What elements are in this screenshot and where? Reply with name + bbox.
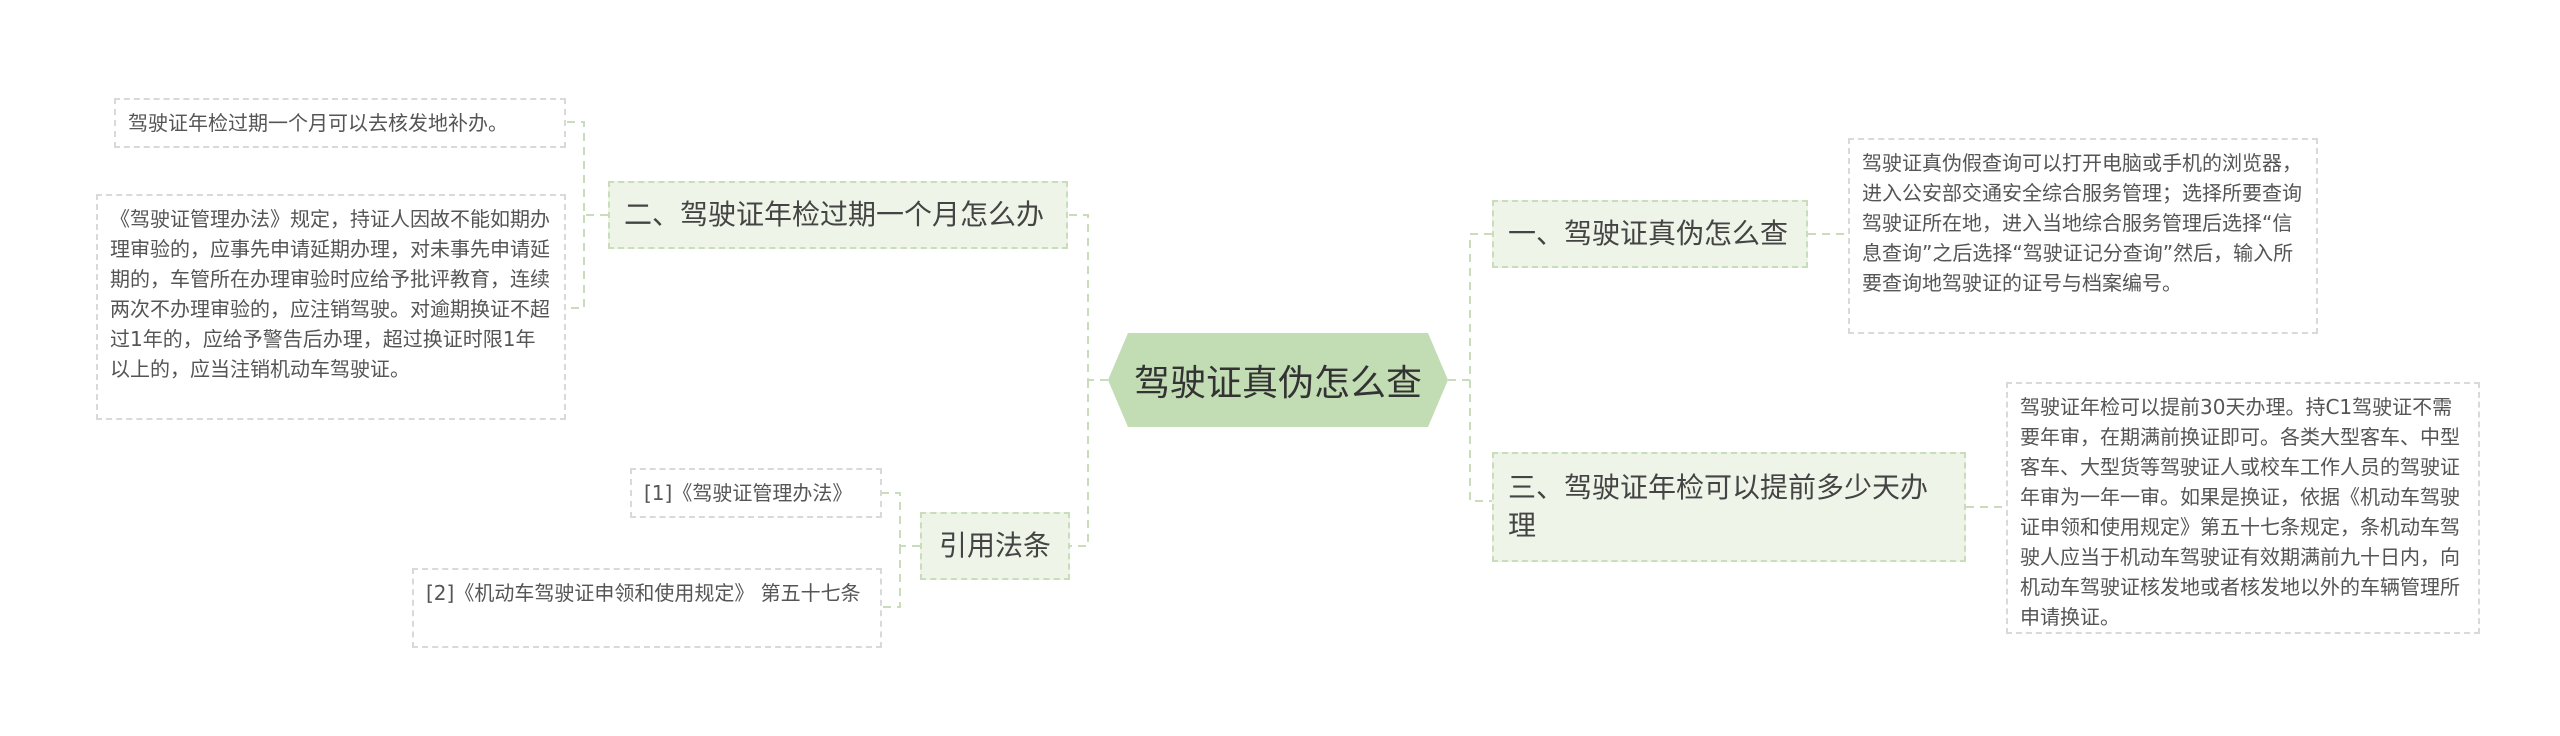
branch-3-label: 三、驾驶证年检可以提前多少天办理 <box>1508 471 1929 542</box>
branch-3-leaf-text: 驾驶证年检可以提前30天办理。持C1驾驶证不需要年审，在期满前换证即可。各类大型… <box>2020 395 2460 629</box>
branch-2[interactable]: 二、驾驶证年检过期一个月怎么办 <box>608 181 1068 249</box>
branch-4-leaf-2: [2]《机动车驾驶证申领和使用规定》 第五十七条 <box>412 568 882 648</box>
branch-3-leaf: 驾驶证年检可以提前30天办理。持C1驾驶证不需要年审，在期满前换证即可。各类大型… <box>2006 382 2480 634</box>
branch-2-leaf-2-text: 《驾驶证管理办法》规定，持证人因故不能如期办理审验的，应事先申请延期办理，对未事… <box>110 207 550 381</box>
root-topic[interactable]: 驾驶证真伪怎么查 <box>1108 333 1448 427</box>
branch-4-leaf-1-text: [1]《驾驶证管理办法》 <box>644 481 853 505</box>
branch-4-label: 引用法条 <box>938 529 1051 562</box>
branch-4-leaf-1: [1]《驾驶证管理办法》 <box>630 468 882 518</box>
branch-2-leaf-2: 《驾驶证管理办法》规定，持证人因故不能如期办理审验的，应事先申请延期办理，对未事… <box>96 194 566 420</box>
branch-2-leaf-1: 驾驶证年检过期一个月可以去核发地补办。 <box>114 98 566 148</box>
branch-1[interactable]: 一、驾驶证真伪怎么查 <box>1492 200 1808 268</box>
branch-2-label: 二、驾驶证年检过期一个月怎么办 <box>624 198 1045 231</box>
branch-1-label: 一、驾驶证真伪怎么查 <box>1508 217 1789 250</box>
branch-4-leaf-2-text: [2]《机动车驾驶证申领和使用规定》 第五十七条 <box>426 581 861 605</box>
branch-1-leaf-text: 驾驶证真伪假查询可以打开电脑或手机的浏览器，进入公安部交通安全综合服务管理；选择… <box>1862 151 2302 295</box>
root-topic-label: 驾驶证真伪怎么查 <box>1133 363 1422 404</box>
branch-1-leaf: 驾驶证真伪假查询可以打开电脑或手机的浏览器，进入公安部交通安全综合服务管理；选择… <box>1848 138 2318 334</box>
branch-2-leaf-1-text: 驾驶证年检过期一个月可以去核发地补办。 <box>128 111 508 135</box>
branch-4[interactable]: 引用法条 <box>920 512 1070 580</box>
branch-3[interactable]: 三、驾驶证年检可以提前多少天办理 <box>1492 452 1966 562</box>
